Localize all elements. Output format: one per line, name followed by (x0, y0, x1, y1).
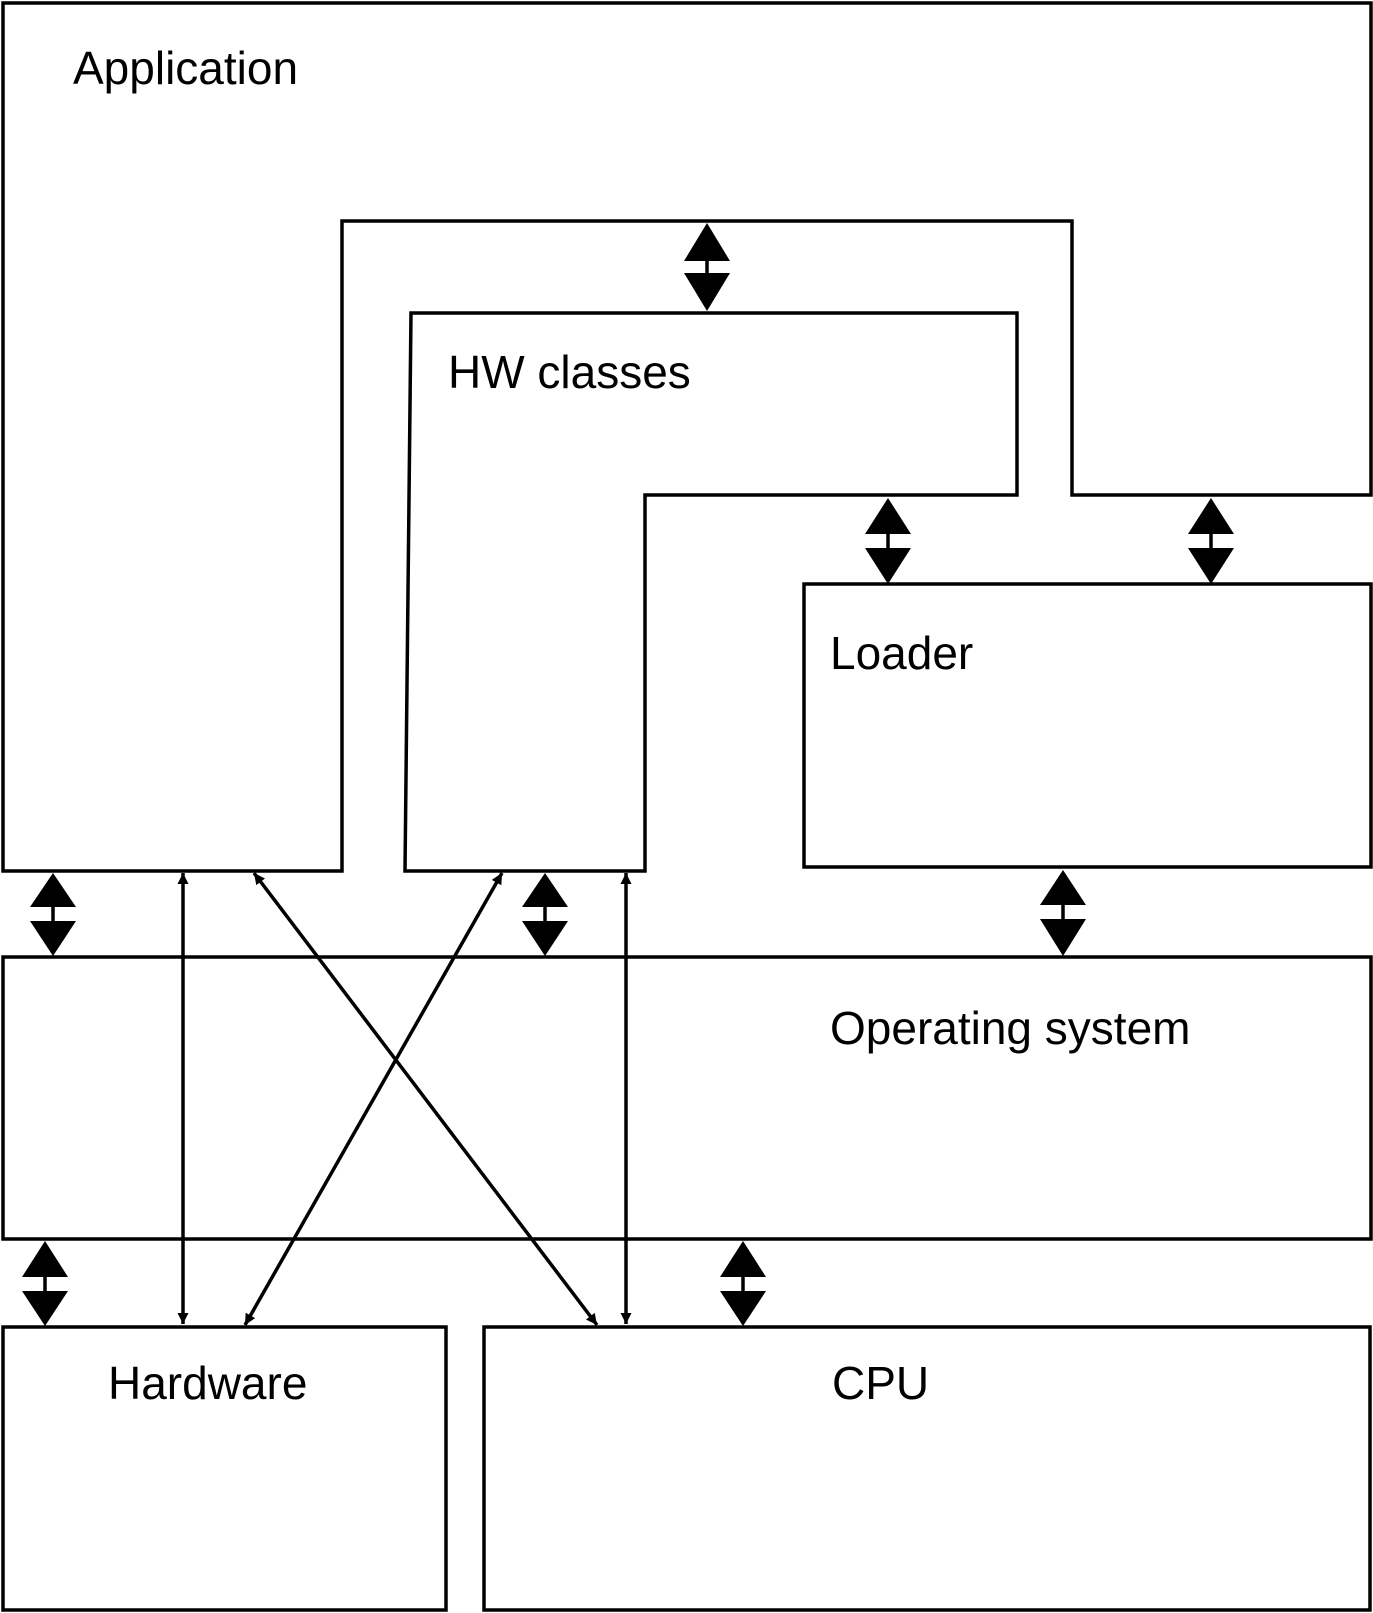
connector-application-loader (1188, 498, 1234, 584)
application-block (1, 1, 1373, 873)
hardware-block (1, 1325, 448, 1612)
operating-system-label: Operating system (830, 1002, 1190, 1054)
loader-block (802, 582, 1373, 869)
connector-hwclasses-hardware (243, 872, 504, 1326)
application-label: Application (73, 42, 298, 94)
connector-hwclasses-loader (865, 498, 911, 584)
loader-label: Loader (830, 627, 973, 679)
connector-hwclasses-os (522, 873, 568, 956)
connector-os-hardware (22, 1241, 68, 1326)
operating-system-block (1, 955, 1373, 1241)
hw-classes-label: HW classes (448, 346, 691, 398)
connector-os-cpu (720, 1241, 766, 1326)
hw-classes-block (403, 311, 1019, 873)
cpu-label: CPU (832, 1357, 929, 1409)
hardware-label: Hardware (108, 1357, 307, 1409)
connector-application-hwclasses (684, 223, 730, 311)
connector-loader-os (1040, 870, 1086, 956)
connector-application-os (30, 873, 76, 956)
cpu-block (482, 1325, 1372, 1612)
